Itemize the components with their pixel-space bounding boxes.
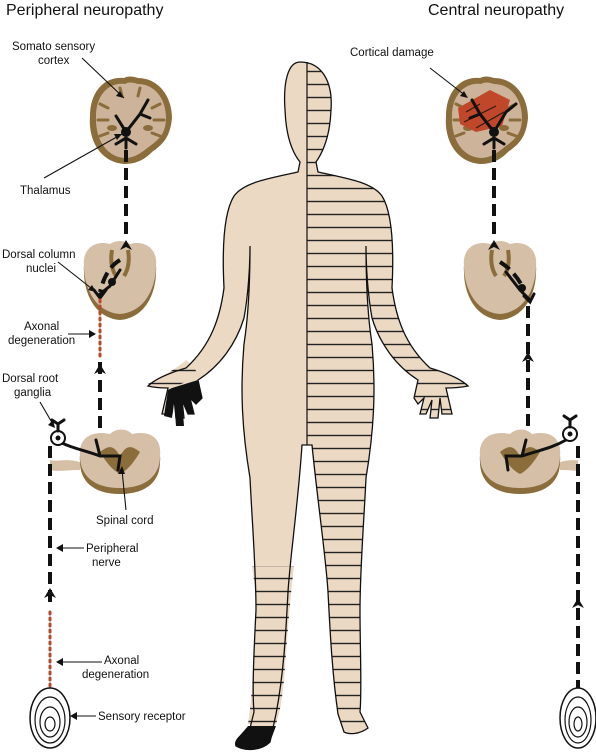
left-brain-section [89, 76, 172, 164]
axonal-degeneration-upper-label-line2: degeneration [8, 335, 75, 347]
spinal-cord-leader [121, 469, 127, 511]
dorsal-column-nuclei-label-line1: Dorsal column [2, 249, 76, 261]
somatosensory-cortex-label-line2: cortex [38, 55, 70, 67]
axonal-degeneration-upper-label-line1: Axonal [24, 321, 59, 333]
sensory-receptor-label: Sensory receptor [98, 711, 186, 723]
somatosensory-leader [81, 57, 125, 99]
right-dorsal-column-nuclei [463, 241, 537, 320]
somatosensory-cortex-label-line1: Somato sensory [12, 41, 95, 53]
left-root-entry [50, 438, 122, 472]
right-spinal-cord-section [479, 429, 561, 494]
peripheral-nerve-label-line1: Peripheral [86, 543, 138, 555]
dorsal-root-ganglia-label-line1: Dorsal root [2, 373, 59, 385]
right-sensory-receptor [559, 687, 596, 749]
left-ascending-pathway [48, 150, 128, 702]
right-dcn-neuron [504, 270, 536, 305]
cortical-damage-leader [429, 67, 467, 97]
body-right-half-hatched [307, 62, 468, 750]
axonal-degeneration-lower-label-line1: Axonal [104, 655, 139, 667]
right-root-entry [504, 438, 580, 472]
cortical-damage-label: Cortical damage [350, 47, 434, 59]
left-sensory-receptor [29, 687, 71, 749]
left-foot-black [235, 726, 276, 750]
thalamus-label: Thalamus [20, 185, 71, 197]
peripheral-neuropathy-title: Peripheral neuropathy [6, 2, 163, 19]
left-leg-hatch [248, 566, 294, 724]
left-somatosensory-neuron [114, 98, 152, 150]
body-outline [147, 61, 469, 751]
peripheral-nerve-label-line2: nerve [92, 557, 121, 569]
dorsal-root-ganglia-label-line2: ganglia [14, 387, 52, 399]
thalamus-leader [43, 133, 123, 179]
left-dorsal-column-nuclei [83, 241, 157, 320]
dcn-leader [57, 261, 97, 293]
left-hand-black-glove [164, 380, 202, 426]
axonal-degeneration-lower-label-line2: degeneration [82, 669, 149, 681]
central-neuropathy-title: Central neuropathy [428, 2, 564, 19]
right-dorsal-root-ganglion [562, 414, 578, 442]
right-ascending-pathway [492, 150, 580, 690]
left-dorsal-root-ganglion [50, 418, 66, 446]
spinal-cord-label: Spinal cord [96, 515, 154, 527]
dorsal-column-nuclei-label-line2: nuclei [26, 263, 56, 275]
left-arrowheads [44, 240, 132, 598]
left-dcn-neuron [92, 268, 122, 301]
right-somatosensory-neuron [468, 98, 518, 150]
right-arrowheads [488, 240, 584, 608]
